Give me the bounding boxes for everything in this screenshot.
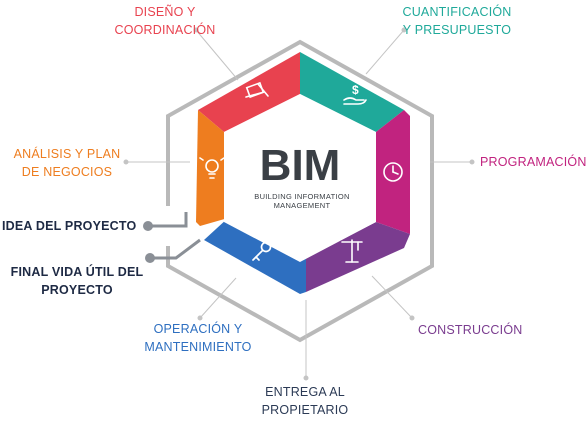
label-diseno-line1: DISEÑO Y xyxy=(134,5,196,19)
clock-icon xyxy=(383,162,403,182)
key-icon xyxy=(252,241,272,261)
label-idea-del-proyecto: IDEA DEL PROYECTO xyxy=(2,217,142,235)
label-diseno: DISEÑO Y COORDINACIÓN xyxy=(70,3,260,39)
label-entrega-line1: ENTREGA AL xyxy=(265,385,345,399)
pen-ruler-icon xyxy=(245,81,269,99)
label-programacion-line1: PROGRAMACIÓN xyxy=(480,155,587,169)
label-analisis-line2: DE NEGOCIOS xyxy=(21,165,113,179)
start-dot xyxy=(143,221,153,231)
bim-title: BIM xyxy=(260,141,341,190)
svg-text:$: $ xyxy=(352,83,359,97)
bim-subtitle-line1: BUILDING INFORMATION xyxy=(254,192,349,201)
label-final-line2: PROYECTO xyxy=(41,283,113,297)
label-operacion: OPERACIÓN Y MANTENIMIENTO xyxy=(128,320,268,356)
leader-lines xyxy=(123,27,475,381)
label-analisis: ANÁLISIS Y PLAN DE NEGOCIOS xyxy=(2,145,132,181)
end-dot xyxy=(145,253,155,263)
label-diseno-line2: COORDINACIÓN xyxy=(114,23,216,37)
segment-cuantificacion xyxy=(300,52,404,132)
label-programacion: PROGRAMACIÓN xyxy=(480,153,587,171)
label-operacion-line2: MANTENIMIENTO xyxy=(144,340,252,354)
lightbulb-icon xyxy=(199,157,225,179)
bim-subtitle-line2: MANAGEMENT xyxy=(274,201,331,210)
segment-analisis xyxy=(196,110,228,226)
label-idea-line1: IDEA DEL PROYECTO xyxy=(2,219,137,233)
label-final-vida-util: FINAL VIDA ÚTIL DEL PROYECTO xyxy=(6,263,148,299)
label-analisis-line1: ANÁLISIS Y PLAN xyxy=(13,147,121,161)
label-cuantificacion: CUANTIFICACIÓN Y PRESUPUESTO xyxy=(372,3,542,39)
label-entrega: ENTREGA AL PROPIETARIO xyxy=(240,383,370,419)
label-construccion-line1: CONSTRUCCIÓN xyxy=(418,323,523,337)
label-cuantificacion-line1: CUANTIFICACIÓN xyxy=(402,5,512,19)
label-final-line1: FINAL VIDA ÚTIL DEL xyxy=(10,265,144,279)
hand-dollar-icon: $ xyxy=(343,83,367,105)
label-cuantificacion-line2: Y PRESUPUESTO xyxy=(402,23,512,37)
label-construccion: CONSTRUCCIÓN xyxy=(418,321,538,339)
outer-hexagon-outline xyxy=(166,39,434,343)
lifecycle-connector xyxy=(148,212,201,260)
inner-hexagon xyxy=(224,94,376,262)
segment-operacion xyxy=(204,218,306,294)
segment-construccion xyxy=(306,222,410,292)
label-operacion-line1: OPERACIÓN Y xyxy=(153,322,243,336)
ring-segments xyxy=(196,52,410,294)
label-entrega-line2: PROPIETARIO xyxy=(261,403,349,417)
crane-icon xyxy=(341,239,363,263)
